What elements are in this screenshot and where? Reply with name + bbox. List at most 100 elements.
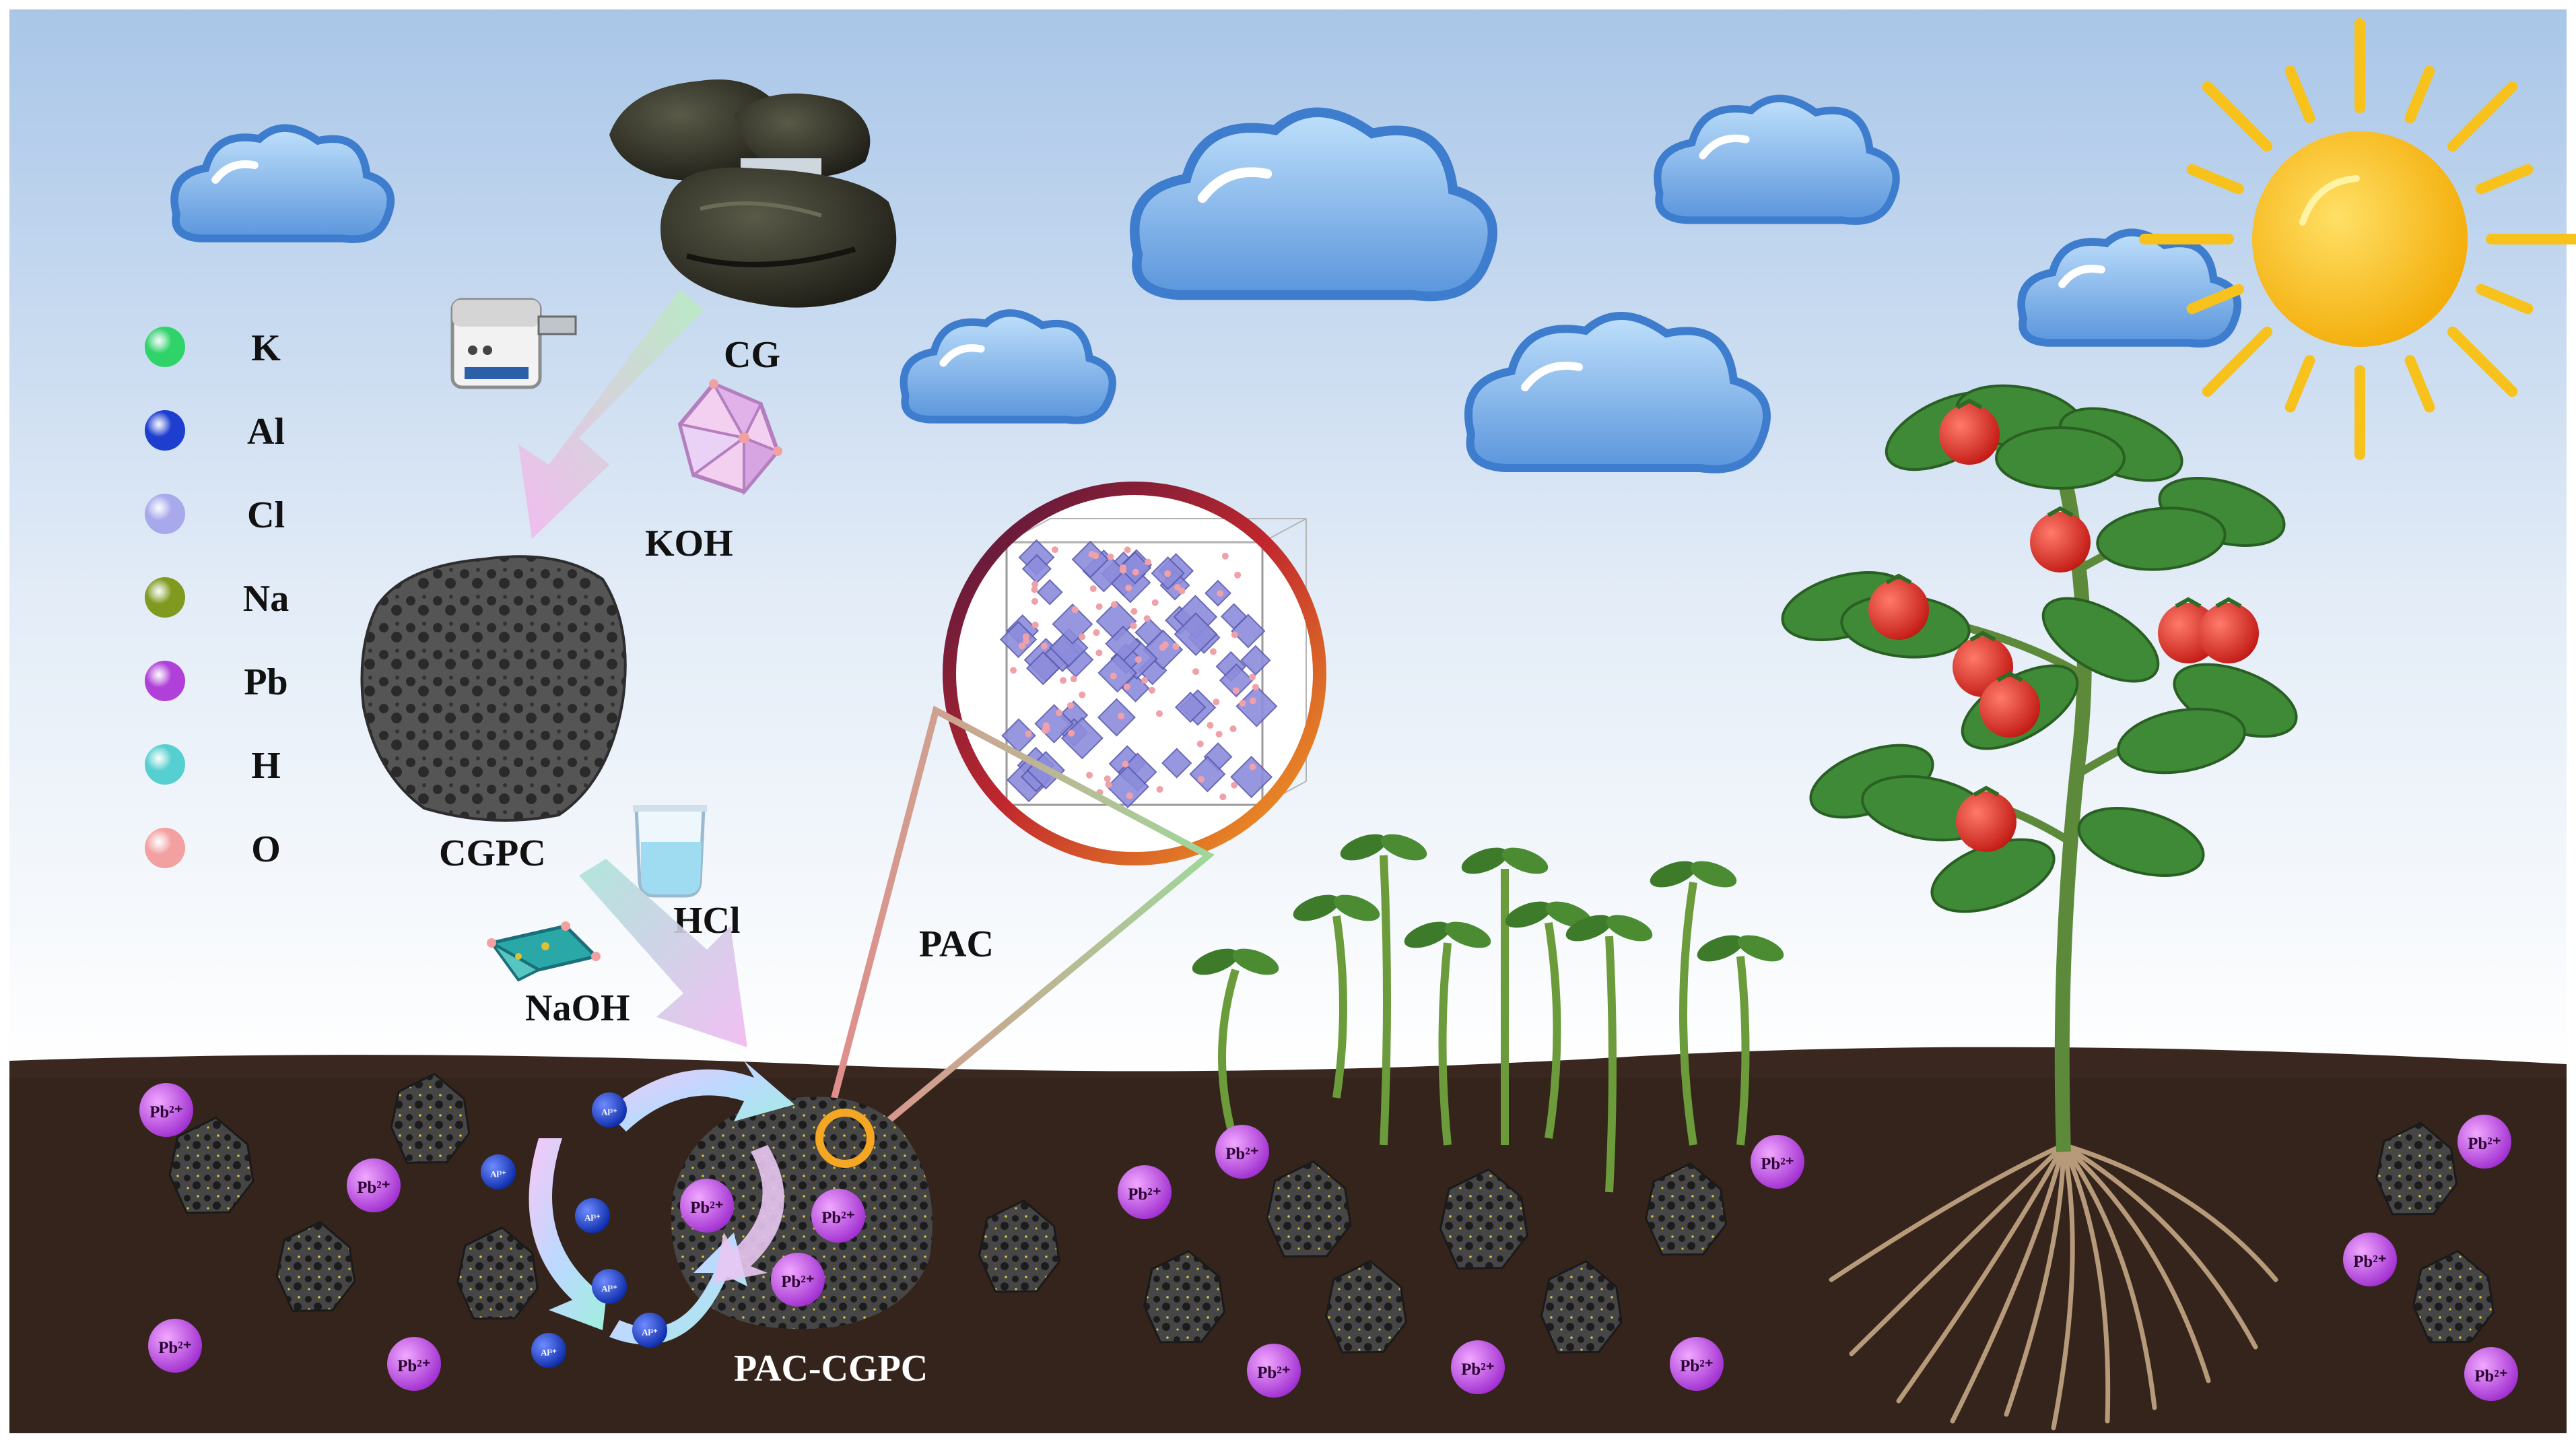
zoom-origin-ring xyxy=(815,1109,875,1168)
pac-crystal-structure xyxy=(943,482,1326,865)
cloud-icon xyxy=(1130,107,1497,302)
cloud-icon xyxy=(900,309,1116,424)
pb-ion-icon: Pb²⁺ xyxy=(1751,1135,1804,1189)
al-ion-icon: Al³⁺ xyxy=(481,1154,516,1189)
ion-label: Pb²⁺ xyxy=(690,1199,723,1217)
legend-swatch xyxy=(145,410,185,451)
ion-label: Pb²⁺ xyxy=(1257,1364,1290,1382)
ion-label: Pb²⁺ xyxy=(1128,1185,1161,1204)
ion-label: Pb²⁺ xyxy=(149,1103,182,1121)
ion-label: Pb²⁺ xyxy=(1461,1361,1494,1379)
seedling-icon xyxy=(1404,921,1491,1146)
leaf-icon xyxy=(2077,807,2205,877)
tomato-icon xyxy=(2030,512,2091,572)
tomato-icon xyxy=(1979,677,2040,738)
ion-label: Pb²⁺ xyxy=(2474,1367,2507,1385)
legend-swatch xyxy=(145,744,185,785)
porous-carbon-particle-icon xyxy=(1324,1259,1408,1354)
ion-label: Pb²⁺ xyxy=(397,1357,430,1375)
porous-carbon-particle-icon xyxy=(456,1226,539,1320)
ion-label: Pb²⁺ xyxy=(781,1273,814,1291)
ion-label: Al³⁺ xyxy=(541,1347,557,1357)
tomato-icon xyxy=(1939,404,2000,465)
ion-exchange-cycle xyxy=(529,1061,794,1345)
legend-swatch xyxy=(145,577,185,618)
porous-carbon-particle-icon xyxy=(2412,1249,2495,1344)
ion-label: Pb²⁺ xyxy=(357,1179,390,1197)
ion-label: Al³⁺ xyxy=(601,1107,617,1117)
tomato-icon xyxy=(2198,603,2259,663)
pb-ion-icon: Pb²⁺ xyxy=(347,1158,401,1212)
seedling-icon xyxy=(1697,935,1784,1146)
tomato-icon xyxy=(1868,579,1929,640)
legend-item-h: H xyxy=(145,744,281,787)
seedlings xyxy=(1192,834,1784,1193)
legend-swatch xyxy=(145,494,185,534)
legend-label: H xyxy=(251,745,281,787)
ion-label: Pb²⁺ xyxy=(1761,1155,1794,1173)
legend-label: Al xyxy=(247,411,285,453)
ion-label: Pb²⁺ xyxy=(821,1209,854,1227)
cg-rock-icon xyxy=(609,79,897,308)
pb-ion-icon: Pb²⁺ xyxy=(1451,1340,1505,1394)
ion-label: Pb²⁺ xyxy=(1225,1145,1258,1163)
al-ion-icon: Al³⁺ xyxy=(531,1333,566,1368)
leaf-icon xyxy=(2096,506,2227,571)
pb-ion-icon: Pb²⁺ xyxy=(1670,1337,1724,1391)
tube-furnace-icon xyxy=(450,298,577,389)
porous-carbon-particle-icon xyxy=(1143,1249,1226,1344)
porous-carbon-particle-icon xyxy=(1540,1259,1623,1354)
legend-swatch xyxy=(145,828,185,868)
leaf-icon xyxy=(1995,426,2126,490)
ion-label: Al³⁺ xyxy=(584,1212,601,1222)
pb-ion-icon: Pb²⁺ xyxy=(2458,1115,2511,1169)
porous-carbon-particle-icon xyxy=(978,1199,1061,1293)
legend-item-pb: Pb xyxy=(145,661,288,703)
seedling-icon xyxy=(1565,915,1653,1193)
seedling-icon xyxy=(1650,861,1737,1146)
seedling-icon xyxy=(1461,847,1549,1145)
legend-item-cl: Cl xyxy=(145,494,285,536)
pb-ion-icon: Pb²⁺ xyxy=(1215,1125,1269,1179)
ion-label: Pb²⁺ xyxy=(2468,1135,2501,1153)
seedling-icon xyxy=(1192,948,1279,1146)
hcl-beaker-icon xyxy=(633,805,707,898)
pb-ion-icon: Pb²⁺ xyxy=(139,1083,193,1137)
pb-ion-icon: Pb²⁺ xyxy=(680,1179,734,1233)
legend-swatch xyxy=(145,327,185,367)
porous-carbon-particle-icon xyxy=(168,1116,255,1214)
legend-item-na: Na xyxy=(145,577,289,620)
pb-ion-icon: Pb²⁺ xyxy=(2343,1233,2397,1286)
naoh-crystal-icon xyxy=(487,921,601,982)
cloud-icon xyxy=(1654,94,1900,225)
legend-swatch xyxy=(145,661,185,701)
pb-ion-icon: Pb²⁺ xyxy=(1247,1344,1301,1398)
label-pac-cgpc: PAC-CGPC xyxy=(734,1348,928,1389)
cgpc-porous-carbon-icon xyxy=(360,555,627,822)
legend-label: Na xyxy=(243,578,289,620)
ion-label: Al³⁺ xyxy=(490,1169,506,1179)
pb-ion-icon: Pb²⁺ xyxy=(2464,1347,2518,1401)
seedling-icon xyxy=(1293,894,1380,1099)
pb-ion-icon: Pb²⁺ xyxy=(148,1319,202,1373)
label-pac: PAC xyxy=(919,923,994,965)
ion-label: Al³⁺ xyxy=(642,1327,658,1337)
ion-label: Pb²⁺ xyxy=(158,1339,191,1357)
cloud-icon xyxy=(2017,228,2242,348)
al-ion-icon: Al³⁺ xyxy=(632,1313,667,1348)
label-cg: CG xyxy=(724,334,780,376)
leaf-icon xyxy=(2041,597,2160,683)
ion-label: Pb²⁺ xyxy=(2353,1253,2386,1271)
pb-ion-icon: Pb²⁺ xyxy=(771,1253,825,1307)
tomato-icon xyxy=(1956,791,2016,852)
al-ion-icon: Al³⁺ xyxy=(592,1269,627,1304)
legend-item-o: O xyxy=(145,828,281,870)
pb-ion-icon: Pb²⁺ xyxy=(811,1189,865,1243)
legend-label: O xyxy=(251,828,281,870)
arrow-cg-to-cgpc xyxy=(518,290,704,539)
porous-carbon-particle-icon xyxy=(1644,1162,1728,1256)
tomato-plant-icon xyxy=(1781,384,2298,1431)
seedling-icon xyxy=(1340,834,1427,1146)
legend-item-k: K xyxy=(145,327,281,369)
